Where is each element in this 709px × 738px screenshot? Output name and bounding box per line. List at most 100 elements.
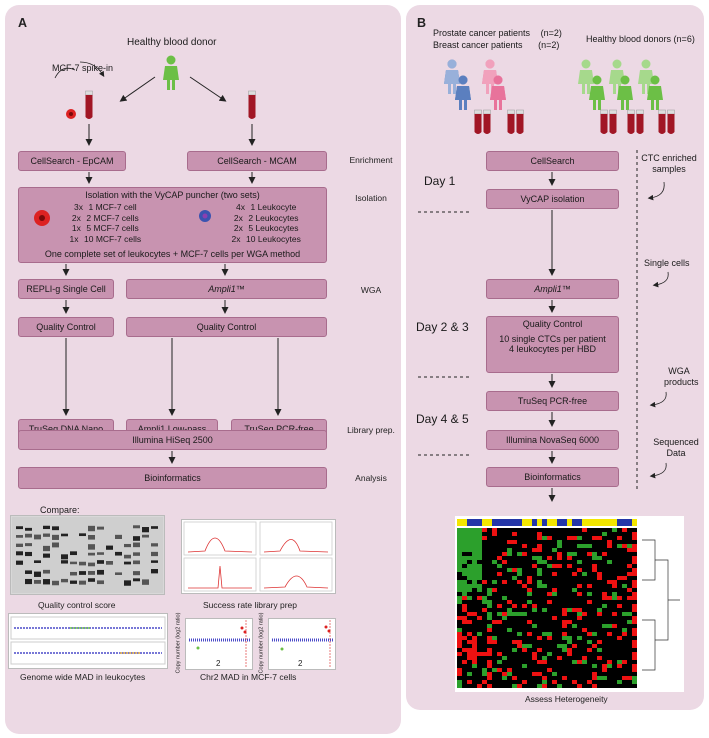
gel-band bbox=[52, 526, 59, 531]
patients-icon bbox=[444, 59, 506, 110]
heatmap-cell bbox=[592, 536, 597, 540]
heatmap-cell bbox=[462, 596, 467, 600]
heatmap-cell bbox=[482, 668, 487, 672]
heatmap-cell bbox=[592, 684, 597, 688]
heatmap-cell bbox=[562, 632, 567, 636]
heatmap-cell bbox=[492, 532, 497, 536]
heatmap-cell bbox=[517, 568, 522, 572]
day1-label: Day 1 bbox=[424, 174, 456, 188]
vycap-box: VyCAP isolation bbox=[486, 189, 619, 209]
gel-band bbox=[16, 551, 23, 556]
heatmap-cell bbox=[457, 668, 462, 672]
heatmap-cell bbox=[462, 544, 467, 548]
gel-band bbox=[43, 533, 50, 537]
heatmap-strip-cell bbox=[627, 519, 632, 526]
heatmap-cell bbox=[537, 580, 542, 584]
heatmap-cell bbox=[557, 644, 562, 648]
heatmap-cell bbox=[577, 536, 582, 540]
side-ctc: CTC enriched samples bbox=[641, 153, 697, 174]
heatmap-cell bbox=[472, 580, 477, 584]
heatmap-cell bbox=[457, 632, 462, 636]
heatmap-cell bbox=[457, 580, 462, 584]
heatmap-cell bbox=[507, 668, 512, 672]
wga-repli-box: REPLI-g Single Cell bbox=[18, 279, 114, 299]
heatmap-cell bbox=[467, 536, 472, 540]
leukocyte-icon bbox=[199, 210, 211, 222]
heatmap-strip-cell bbox=[562, 519, 567, 526]
heatmap-cell bbox=[472, 536, 477, 540]
heatmap-cell bbox=[537, 544, 542, 548]
bioinfo-b-box: Bioinformatics bbox=[486, 467, 619, 487]
gel-band bbox=[124, 580, 131, 586]
heatmap-cell bbox=[487, 592, 492, 596]
gel-band bbox=[34, 534, 41, 540]
isolation-note: One complete set of leukocytes + MCF-7 c… bbox=[44, 249, 301, 259]
heatmap-cell bbox=[462, 616, 467, 620]
heatmap-cell bbox=[472, 556, 477, 560]
heatmap-cell bbox=[547, 564, 552, 568]
heatmap-cell bbox=[632, 560, 637, 564]
heatmap-cell bbox=[467, 540, 472, 544]
gel-band bbox=[43, 525, 50, 530]
heatmap-cell bbox=[557, 552, 562, 556]
heatmap-cell bbox=[477, 536, 482, 540]
heatmap-cell bbox=[472, 568, 477, 572]
gel-band bbox=[25, 551, 32, 557]
gel-band bbox=[16, 560, 23, 565]
heatmap-cell bbox=[517, 644, 522, 648]
heatmap-cell bbox=[592, 552, 597, 556]
gel-band bbox=[16, 526, 23, 530]
heatmap-cell bbox=[457, 644, 462, 648]
heatmap-cell bbox=[572, 572, 577, 576]
chr2-x-right: 2 bbox=[298, 659, 303, 668]
heatmap-cell bbox=[482, 536, 487, 540]
day23-label: Day 2 & 3 bbox=[416, 320, 469, 334]
heatmap-cell bbox=[457, 636, 462, 640]
gel-band bbox=[88, 534, 95, 540]
heatmap-cell bbox=[472, 648, 477, 652]
cellsearch-box: CellSearch bbox=[486, 151, 619, 171]
heatmap-cell bbox=[632, 584, 637, 588]
heatmap-cell bbox=[477, 556, 482, 560]
heatmap-cell bbox=[462, 572, 467, 576]
heatmap-cell bbox=[472, 544, 477, 548]
gel-band bbox=[142, 527, 149, 533]
heatmap-cell bbox=[632, 640, 637, 644]
gel-band bbox=[25, 533, 32, 538]
heatmap-cell bbox=[632, 632, 637, 636]
heatmap-cell bbox=[587, 632, 592, 636]
heatmap-cell bbox=[537, 560, 542, 564]
heatmap-cell bbox=[527, 620, 532, 624]
heatmap-cell bbox=[592, 644, 597, 648]
heatmap-strip-cell bbox=[582, 519, 587, 526]
gel-band bbox=[43, 569, 50, 574]
heatmap-cell bbox=[457, 616, 462, 620]
heatmap-cell bbox=[577, 544, 582, 548]
heatmap-cell bbox=[457, 548, 462, 552]
gel-band bbox=[70, 561, 77, 565]
gel-band bbox=[133, 571, 140, 576]
heatmap-cell bbox=[462, 604, 467, 608]
heatmap-cell bbox=[527, 580, 532, 584]
heatmap-cell bbox=[527, 588, 532, 592]
heatmap-cell bbox=[507, 568, 512, 572]
heatmap-cell bbox=[522, 604, 527, 608]
heatmap-cell bbox=[477, 576, 482, 580]
heatmap-strip-cell bbox=[467, 519, 472, 526]
heatmap-cell bbox=[612, 596, 617, 600]
heatmap-cell bbox=[537, 584, 542, 588]
heatmap-cell bbox=[562, 620, 567, 624]
heatmap-cell bbox=[632, 608, 637, 612]
heatmap-cell bbox=[542, 536, 547, 540]
heatmap-cell bbox=[507, 612, 512, 616]
heatmap-cell bbox=[582, 572, 587, 576]
heatmap-cell bbox=[462, 588, 467, 592]
stage-enrichment: Enrichment bbox=[349, 155, 393, 165]
heatmap-cell bbox=[557, 544, 562, 548]
heatmap-cell bbox=[482, 600, 487, 604]
heatmap-cell bbox=[627, 544, 632, 548]
heatmap-cell bbox=[472, 540, 477, 544]
gel-band bbox=[133, 552, 140, 556]
